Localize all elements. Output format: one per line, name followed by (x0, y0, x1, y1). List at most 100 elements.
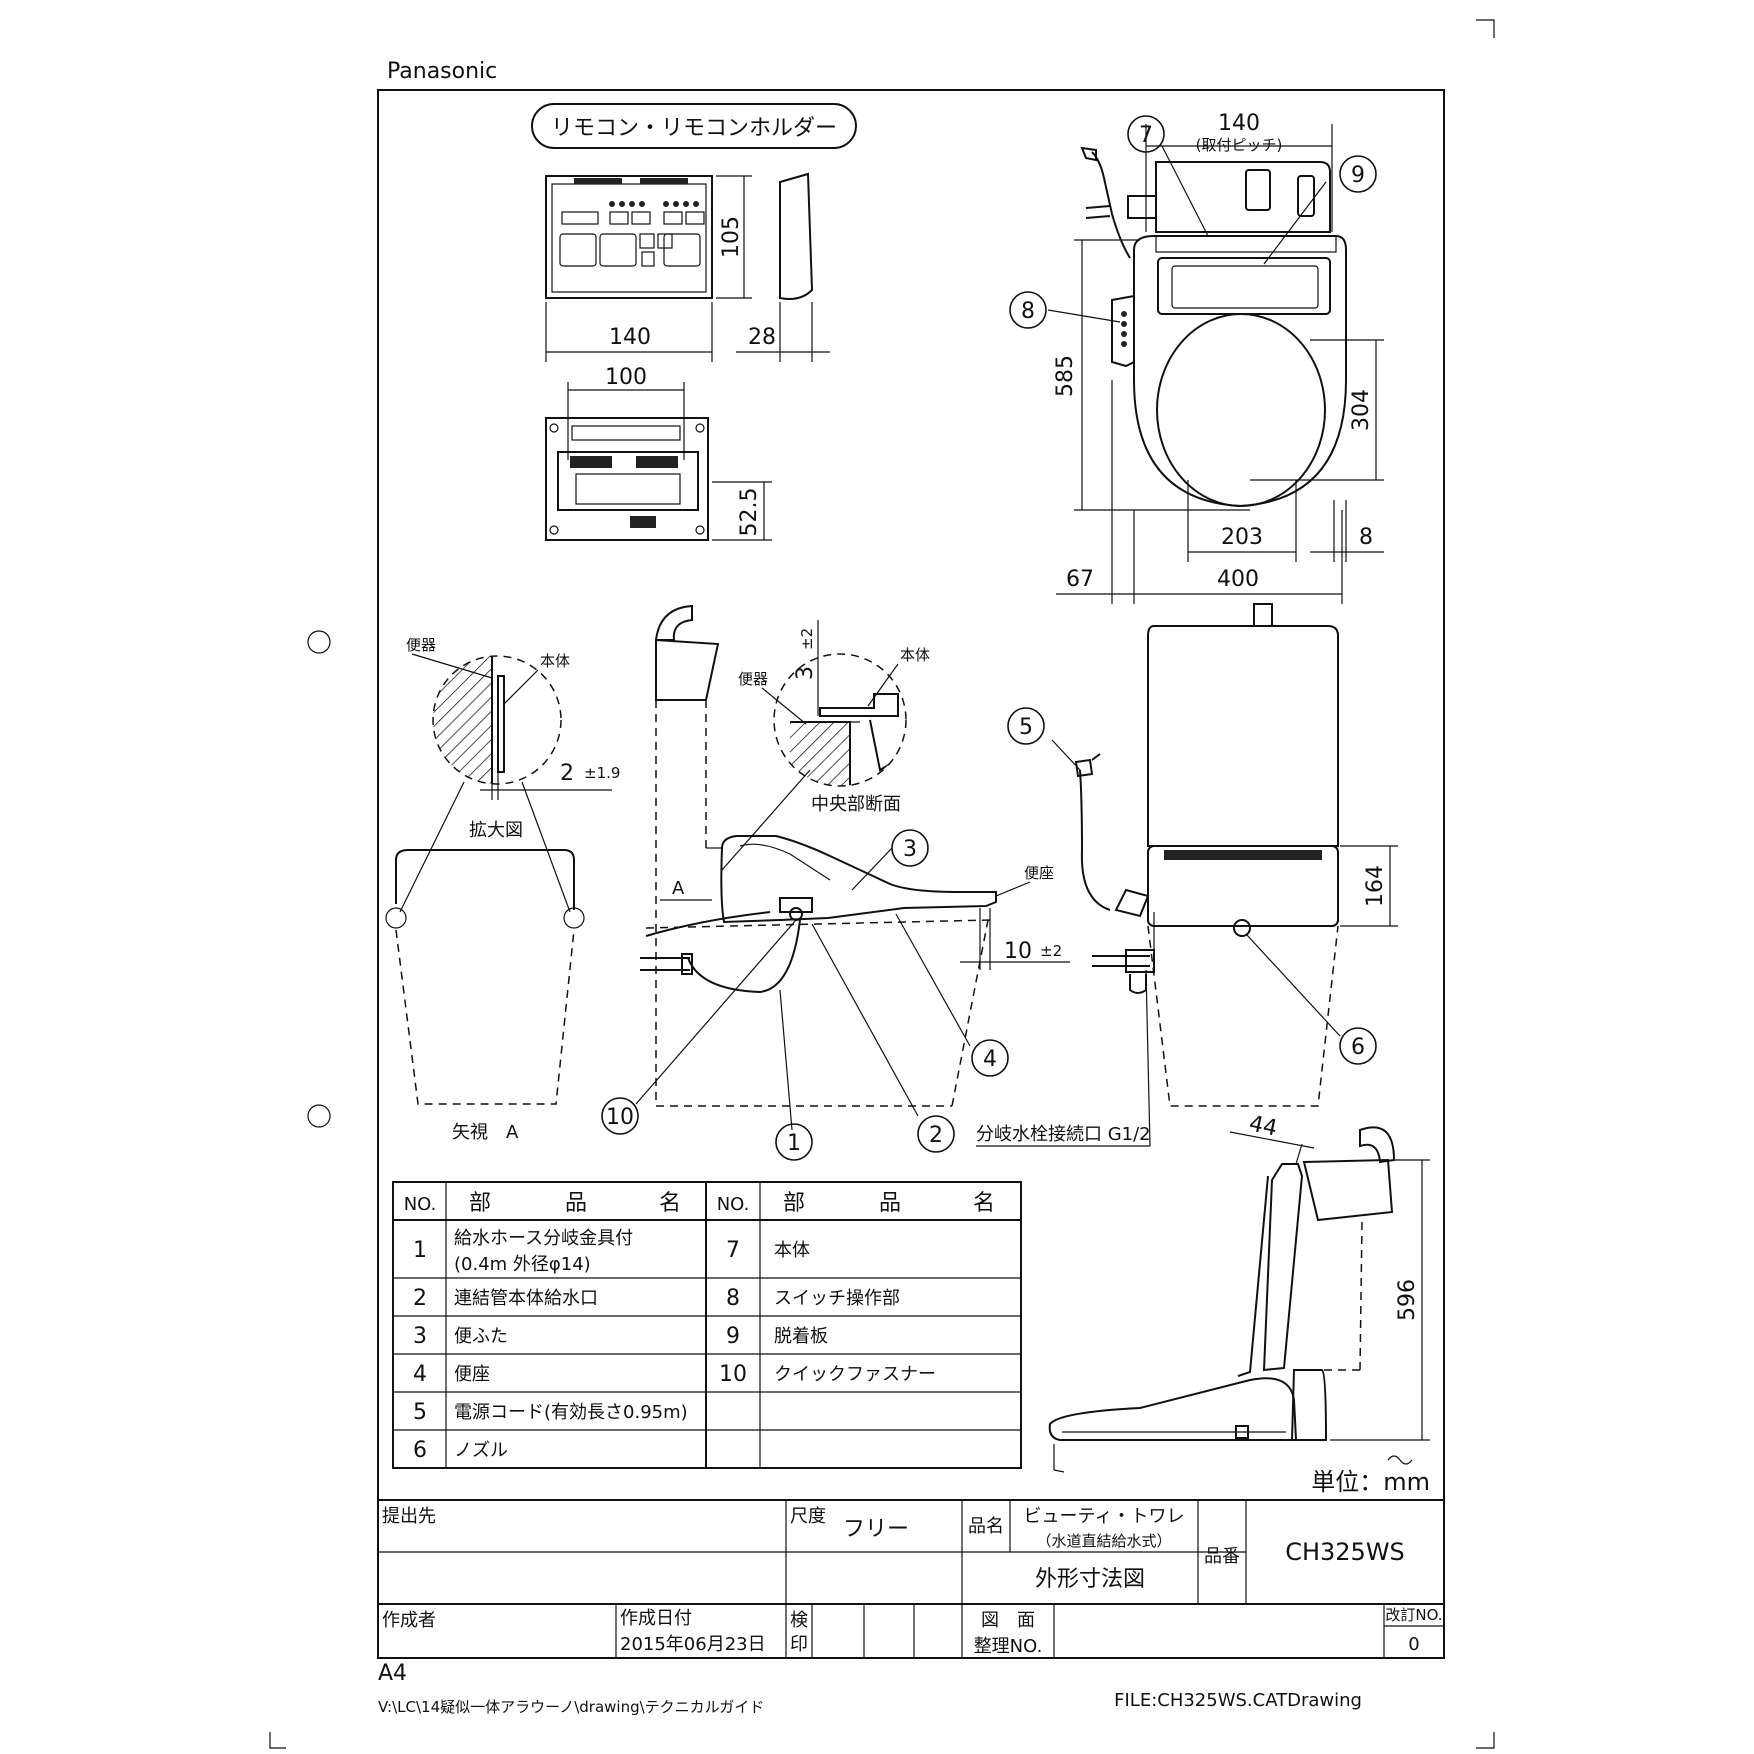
table-header-name-2b: 品 (879, 1191, 901, 1216)
dim-seat-width: 203 (1221, 525, 1263, 550)
label-body-2: 本体 (900, 646, 930, 664)
callout-1: 1 (787, 1131, 801, 1156)
dim-remote-width: 140 (609, 325, 651, 350)
callout-9: 9 (1351, 163, 1365, 188)
tb-author-label: 作成者 (382, 1610, 436, 1631)
table-row-4-name2: クイックファスナー (774, 1364, 936, 1385)
dim-front-height: 164 (1363, 865, 1388, 907)
table-row-3-name1: 便ふた (454, 1326, 508, 1347)
label-view-a-letter: A (506, 1122, 519, 1143)
lid-open-view: 44 596 単位：mm (1048, 1111, 1430, 1496)
table-header-name-2c: 名 (973, 1191, 995, 1216)
dim-side-tolerance: ±2 (798, 628, 816, 650)
remote-holder (545, 417, 709, 541)
table-row-6-name1: ノズル (454, 1440, 508, 1461)
dim-lid-gap: 44 (1247, 1111, 1280, 1141)
table-row-1-name2: 本体 (774, 1240, 810, 1261)
label-bowl-1: 便器 (406, 636, 436, 654)
dim-remote-height: 105 (719, 216, 744, 258)
title-block: 提出先 尺度 フリー 品名 ビューティ・トワレ （水道直結給水式） 外形寸法図 … (378, 1499, 1444, 1658)
label-enlarged: 拡大図 (469, 820, 523, 841)
footer-paper-size: A4 (378, 1661, 407, 1686)
label-arrow-a: A (672, 878, 685, 899)
remote-title-box (531, 103, 857, 149)
lid-raised (1262, 1163, 1304, 1372)
dim-overall-width: 400 (1217, 567, 1259, 592)
tb-product-name-2: （水道直結給水式） (1036, 1532, 1171, 1550)
table-row-3-name2: 脱着板 (774, 1326, 828, 1347)
remote-section: リモコン・リモコンホルダー 105 140 28 (531, 103, 857, 541)
dim-holder-pitch: 100 (605, 365, 647, 390)
front-seat (1147, 845, 1339, 927)
table-row-4-no1: 4 (413, 1362, 427, 1387)
label-view-a: 矢視 (452, 1122, 488, 1143)
table-header-name-2a: 部 (783, 1191, 805, 1216)
seat-side (720, 835, 997, 924)
table-row-4-name1: 便座 (454, 1364, 490, 1385)
footer-path: V:\LC\14疑似一体アラウーノ\drawing\テクニカルガイド (378, 1698, 764, 1716)
dim-offset-left: 67 (1066, 567, 1094, 592)
callout-8: 8 (1021, 299, 1035, 324)
tb-scale-value: フリー (843, 1517, 909, 1542)
tb-product-no: CH325WS (1285, 1538, 1405, 1566)
tb-date-label: 作成日付 (620, 1608, 692, 1629)
tb-drawing-type: 外形寸法図 (1035, 1567, 1145, 1592)
callout-4: 4 (983, 1047, 997, 1072)
punch-hole-bottom (307, 1104, 331, 1128)
front-view: 164 分岐水栓接続口 G1/2 (976, 603, 1398, 1147)
dim-gap-right: 8 (1359, 525, 1373, 550)
table-header-name-1a: 部 (469, 1191, 491, 1216)
remote-title: リモコン・リモコンホルダー (551, 116, 837, 141)
table-header-no-1: NO. (404, 1194, 437, 1215)
dim-side-value: 3 (793, 666, 818, 680)
callout-10: 10 (606, 1105, 634, 1130)
table-row-1-no2: 7 (726, 1238, 740, 1263)
dim-lid-height: 596 (1395, 1279, 1420, 1321)
tb-submit-to: 提出先 (382, 1506, 436, 1527)
dim-seat-depth: 304 (1349, 389, 1374, 431)
table-row-1-name1a: 給水ホース分岐金具付 (454, 1228, 633, 1249)
table-row-3-no1: 3 (413, 1324, 427, 1349)
tb-product-name-1: ビューティ・トワレ (1024, 1506, 1185, 1527)
tb-drawing-no-label-1: 図 面 (981, 1610, 1035, 1631)
view-a-outline (395, 849, 575, 910)
table-header-name-1b: 品 (565, 1191, 587, 1216)
dim-top-pitch-note: (取付ピッチ) (1196, 136, 1283, 154)
tb-scale-label: 尺度 (790, 1506, 826, 1527)
callout-5: 5 (1019, 715, 1033, 740)
table-row-2-name2: スイッチ操作部 (774, 1288, 900, 1309)
callout-6: 6 (1351, 1035, 1365, 1060)
tb-check-label-1: 検 (790, 1610, 808, 1631)
table-row-4-no2: 10 (719, 1362, 747, 1387)
callout-7: 7 (1139, 123, 1153, 148)
label-center-section: 中央部断面 (811, 794, 901, 815)
tb-product-no-label: 品番 (1204, 1546, 1240, 1567)
enlarged-detail: 便器 本体 2 ±1.9 拡大図 矢視 A (385, 636, 620, 1143)
callout-3: 3 (903, 837, 917, 862)
crop-marks (269, 19, 1495, 1749)
table-row-5-no1: 5 (413, 1400, 427, 1425)
dim-holder-height: 52.5 (737, 488, 762, 537)
seat-outline-top (1133, 235, 1347, 508)
table-row-2-name1: 連結管本体給水口 (454, 1288, 598, 1309)
side-view: A 3 ±2 便器 本体 中央部断面 便座 10 ±2 (635, 604, 1070, 1131)
dim-seat-gap-tolerance: ±2 (1040, 942, 1062, 960)
punch-hole-top (307, 630, 331, 654)
tb-date-value: 2015年06月23日 (620, 1634, 766, 1655)
table-row-5-name1: 電源コード(有効長さ0.95m) (454, 1402, 688, 1423)
table-row-6-no1: 6 (413, 1438, 427, 1463)
callouts: 7 9 8 3 5 4 6 10 1 2 (601, 115, 1377, 1161)
tb-drawing-no-label-2: 整理NO. (974, 1636, 1043, 1657)
dim-remote-depth: 28 (748, 325, 776, 350)
table-header-no-2: NO. (717, 1194, 750, 1215)
brand-label: Panasonic (387, 59, 497, 84)
dim-gap-value: 2 (560, 761, 574, 786)
table-row-3-no2: 9 (726, 1324, 740, 1349)
table-header-name-1c: 名 (659, 1191, 681, 1216)
table-row-2-no1: 2 (413, 1286, 427, 1311)
table-row-1-no1: 1 (413, 1238, 427, 1263)
tb-revision-label: 改訂NO. (1385, 1606, 1442, 1624)
label-body-1: 本体 (540, 652, 570, 670)
footer-file: FILE:CH325WS.CATDrawing (1114, 1690, 1362, 1711)
top-view: 140 (取付ピッチ) 585 304 203 (1047, 111, 1384, 604)
